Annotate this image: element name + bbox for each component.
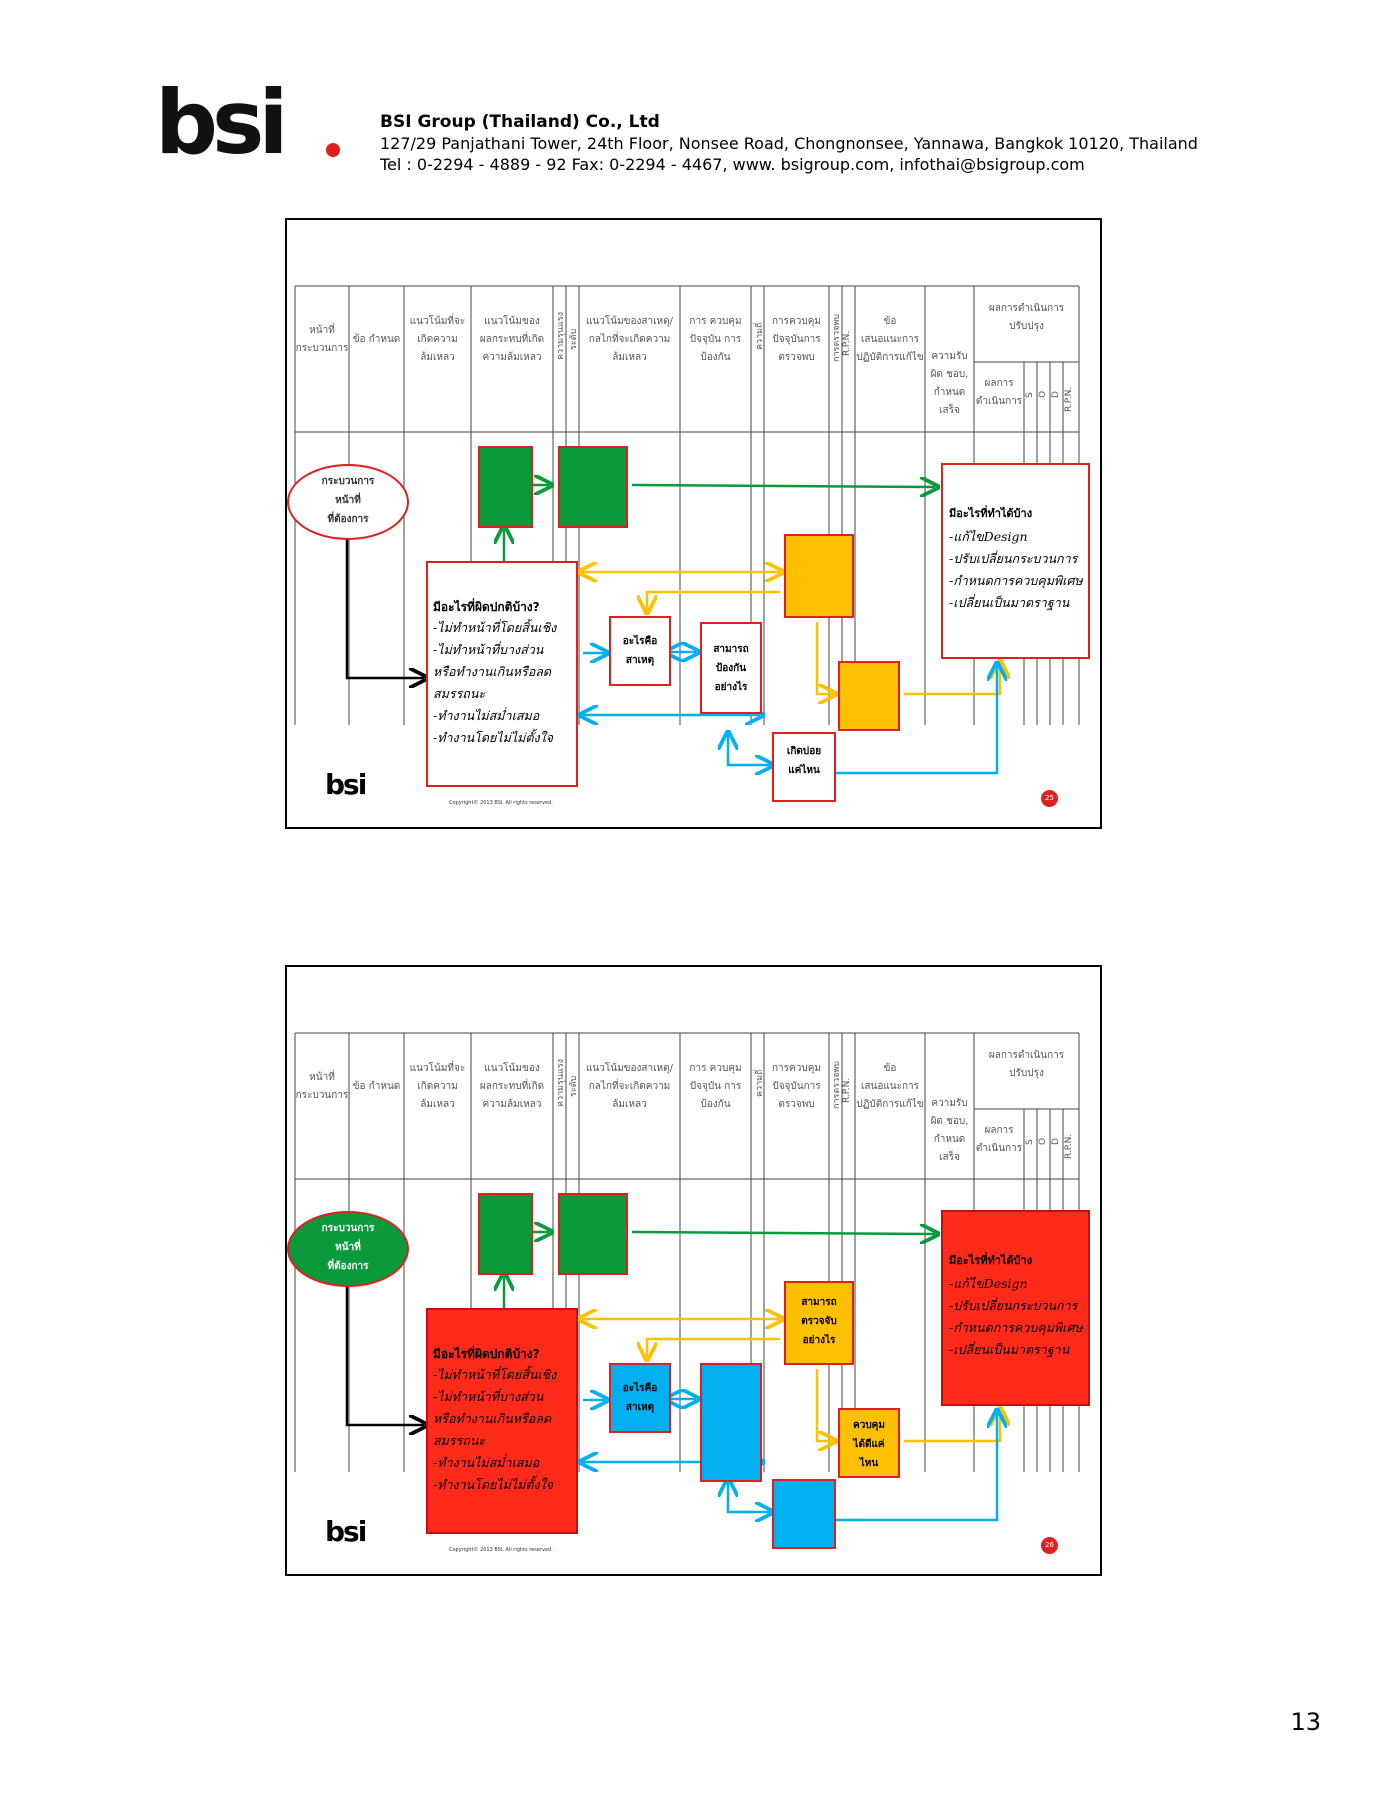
col-failure-effect: แนวโน้มของ ผลกระทบที่เกิด ความล้มเหลว — [479, 1063, 545, 1110]
slide-number: 25 — [1041, 790, 1058, 807]
prevent-blue-box — [700, 1363, 762, 1482]
col-recommended-action: ข้อ เสนอแนะการ ปฏิบัติการแก้ไข — [856, 1063, 924, 1110]
cause-box — [609, 616, 671, 686]
action-items: -แก้ไขDesign -ปรับเปลี่ยนกระบวนการ -กำหน… — [949, 529, 1083, 610]
failure-box — [426, 561, 578, 787]
failure-title: มีอะไรที่ผิดปกติบ้าง? — [433, 600, 540, 614]
col-results-group: ผลการดำเนินการ ปรับปรุง — [988, 1050, 1065, 1079]
process-ellipse — [287, 1211, 409, 1287]
effect-green-box — [478, 1193, 533, 1275]
col-detection: การตรวจพบ — [832, 1061, 842, 1109]
col-failure-mode: แนวโน้มที่จะ เกิดความ ล้มเหลว — [409, 1063, 466, 1110]
col-process: หน้าที่ กระบวนการ — [295, 325, 349, 354]
col-class: ระดับ — [569, 1075, 579, 1097]
col-requirement: ข้อ กำหนด — [352, 334, 401, 345]
company-contact: Tel : 0-2294 - 4889 - 92 Fax: 0-2294 - 4… — [380, 155, 1085, 174]
occur-box — [772, 732, 836, 802]
col-cause: แนวโน้มของสาเหตุ/ กลไกที่จะเกิดความ ล้มเ… — [585, 316, 673, 363]
col-s: S — [1025, 1139, 1035, 1145]
process-ellipse — [287, 464, 409, 540]
col-s: S — [1025, 392, 1035, 398]
col-requirement: ข้อ กำหนด — [352, 1081, 401, 1092]
cause-green-box — [558, 446, 628, 528]
control-label: ควบคุม ได้ดีแค่ ไหน — [853, 1420, 885, 1469]
col-prevention: การ ควบคุม ปัจจุบัน การ ป้องกัน — [689, 316, 742, 363]
col-d: D — [1051, 1138, 1061, 1145]
col-severity: ความรุนแรง — [556, 1058, 566, 1107]
cause-green-box — [558, 1193, 628, 1275]
action-box — [941, 1210, 1090, 1406]
slide-logo: bsi — [325, 1515, 367, 1548]
col-d: D — [1051, 391, 1061, 398]
col-rpn-new: R.P.N. — [1064, 386, 1074, 412]
occur-label: เกิดบ่อย แค่ไหน — [786, 746, 822, 776]
failure-items: -ไม่ทำหน้าที่โดยสิ้นเชิง -ไม่ทำหน้าที่บา… — [433, 1367, 557, 1492]
col-failure-mode: แนวโน้มที่จะ เกิดความ ล้มเหลว — [409, 316, 466, 363]
action-box — [941, 463, 1090, 659]
cause-label: อะไรคือ สาเหตุ — [622, 1383, 658, 1413]
copyright: Copyright© 2013 BSI. All rights reserved… — [449, 800, 553, 806]
slide-25: หน้าที่ กระบวนการ ข้อ กำหนด แนวโน้มที่จะ… — [285, 218, 1102, 829]
detect-label: สามารถ ตรวจจับ อย่างไร — [801, 1297, 837, 1346]
process-label: กระบวนการ หน้าที่ ที่ต้องการ — [321, 1223, 375, 1272]
slide-26: หน้าที่ กระบวนการ ข้อ กำหนด แนวโน้มที่จะ… — [285, 965, 1102, 1576]
col-responsibility: ความรับ ผิด ชอบ, กำหนด เสร็จ — [930, 351, 969, 416]
col-detection-control: การควบคุม ปัจจุบันการ ตรวจพบ — [772, 316, 821, 363]
col-prevention: การ ควบคุม ปัจจุบัน การ ป้องกัน — [689, 1063, 742, 1110]
company-header: BSI Group (Thailand) Co., Ltd 127/29 Pan… — [380, 112, 1198, 175]
col-recommended-action: ข้อ เสนอแนะการ ปฏิบัติการแก้ไข — [856, 316, 924, 363]
prevent-box — [700, 622, 762, 714]
action-title: มีอะไรที่ทำได้บ้าง — [949, 1254, 1033, 1267]
failure-title: มีอะไรที่ผิดปกติบ้าง? — [433, 1347, 540, 1361]
col-failure-effect: แนวโน้มของ ผลกระทบที่เกิด ความล้มเหลว — [479, 316, 545, 363]
detect-yellow-box — [784, 534, 854, 618]
slide-number: 26 — [1041, 1537, 1058, 1554]
col-responsibility: ความรับ ผิด ชอบ, กำหนด เสร็จ — [930, 1098, 969, 1163]
process-label: กระบวนการ หน้าที่ ที่ต้องการ — [321, 476, 375, 525]
action-title: มีอะไรที่ทำได้บ้าง — [949, 507, 1033, 520]
detect-box — [784, 1281, 854, 1365]
action-items: -แก้ไขDesign -ปรับเปลี่ยนกระบวนการ -กำหน… — [949, 1276, 1083, 1357]
col-o: O — [1038, 1137, 1048, 1145]
col-o: O — [1038, 390, 1048, 398]
slide-logo: bsi — [325, 768, 367, 801]
company-address: 127/29 Panjathani Tower, 24th Floor, Non… — [380, 134, 1198, 153]
col-rpn: R.P.N. — [842, 330, 852, 356]
col-action-taken: ผลการ ดำเนินการ — [975, 378, 1023, 407]
cause-box — [609, 1363, 671, 1433]
control-box — [838, 1408, 900, 1478]
bsi-logo: bsi — [155, 71, 355, 174]
control-yellow-box — [838, 661, 900, 731]
col-rpn-new: R.P.N. — [1064, 1133, 1074, 1159]
failure-items: -ไม่ทำหน้าที่โดยสิ้นเชิง -ไม่ทำหน้าที่บา… — [433, 620, 557, 745]
col-class: ระดับ — [569, 328, 579, 350]
col-severity: ความรุนแรง — [556, 311, 566, 360]
col-process: หน้าที่ กระบวนการ — [295, 1072, 349, 1101]
prevent-label: สามารถ ป้องกัน อย่างไร — [713, 644, 749, 693]
company-name: BSI Group (Thailand) Co., Ltd — [380, 112, 660, 132]
failure-box — [426, 1308, 578, 1534]
col-results-group: ผลการดำเนินการ ปรับปรุง — [988, 303, 1065, 332]
col-cause: แนวโน้มของสาเหตุ/ กลไกที่จะเกิดความ ล้มเ… — [585, 1063, 673, 1110]
col-rpn: R.P.N. — [842, 1077, 852, 1103]
cause-label: อะไรคือ สาเหตุ — [622, 636, 658, 666]
bsi-logo-text: bsi — [155, 78, 283, 168]
page-number: 13 — [1290, 1708, 1321, 1736]
col-detection: การตรวจพบ — [832, 314, 842, 362]
effect-green-box — [478, 446, 533, 528]
occur-blue-box — [772, 1479, 836, 1549]
col-action-taken: ผลการ ดำเนินการ — [975, 1125, 1023, 1154]
col-detection-control: การควบคุม ปัจจุบันการ ตรวจพบ — [772, 1063, 821, 1110]
copyright: Copyright© 2013 BSI. All rights reserved… — [449, 1547, 553, 1553]
